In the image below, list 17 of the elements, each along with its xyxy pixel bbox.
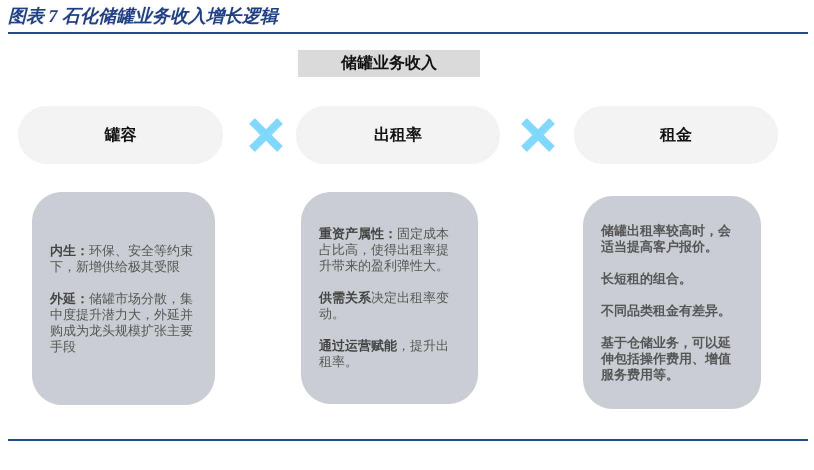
paragraph: 储罐出租率较高时，会适当提高客户报价。 [601, 222, 732, 254]
description-card [301, 192, 478, 404]
paragraph: 不同品类租金有差异。 [601, 302, 732, 318]
paragraph: 重资产属性：固定成本占比高，使得出租率提升带来的盈利弹性大。 [319, 226, 450, 274]
description-card [32, 192, 215, 405]
paragraph: 内生：环保、安全等约束下，新增供给极其受限 [50, 242, 194, 274]
paragraph: 外延：储罐市场分散，集中度提升潜力大，外延并购成为龙头规模扩张主要手段 [50, 290, 194, 354]
paragraph: 供需关系决定出租率变动。 [319, 290, 450, 322]
header-box: 储罐业务收入 [298, 50, 480, 77]
factor-pill: 出租率 [296, 106, 500, 164]
factor-pill: 租金 [574, 106, 778, 164]
figure-title: 图表 7 石化储罐业务收入增长逻辑 [8, 5, 278, 28]
description-card [583, 196, 761, 409]
paragraph: 长短租的组合。 [601, 270, 693, 286]
paragraph: 通过运营赋能，提升出租率。 [319, 338, 450, 370]
factor-pill: 罐容 [18, 106, 223, 164]
paragraph: 基于仓储业务，可以延伸包括操作费用、增值服务费用等。 [601, 334, 732, 382]
